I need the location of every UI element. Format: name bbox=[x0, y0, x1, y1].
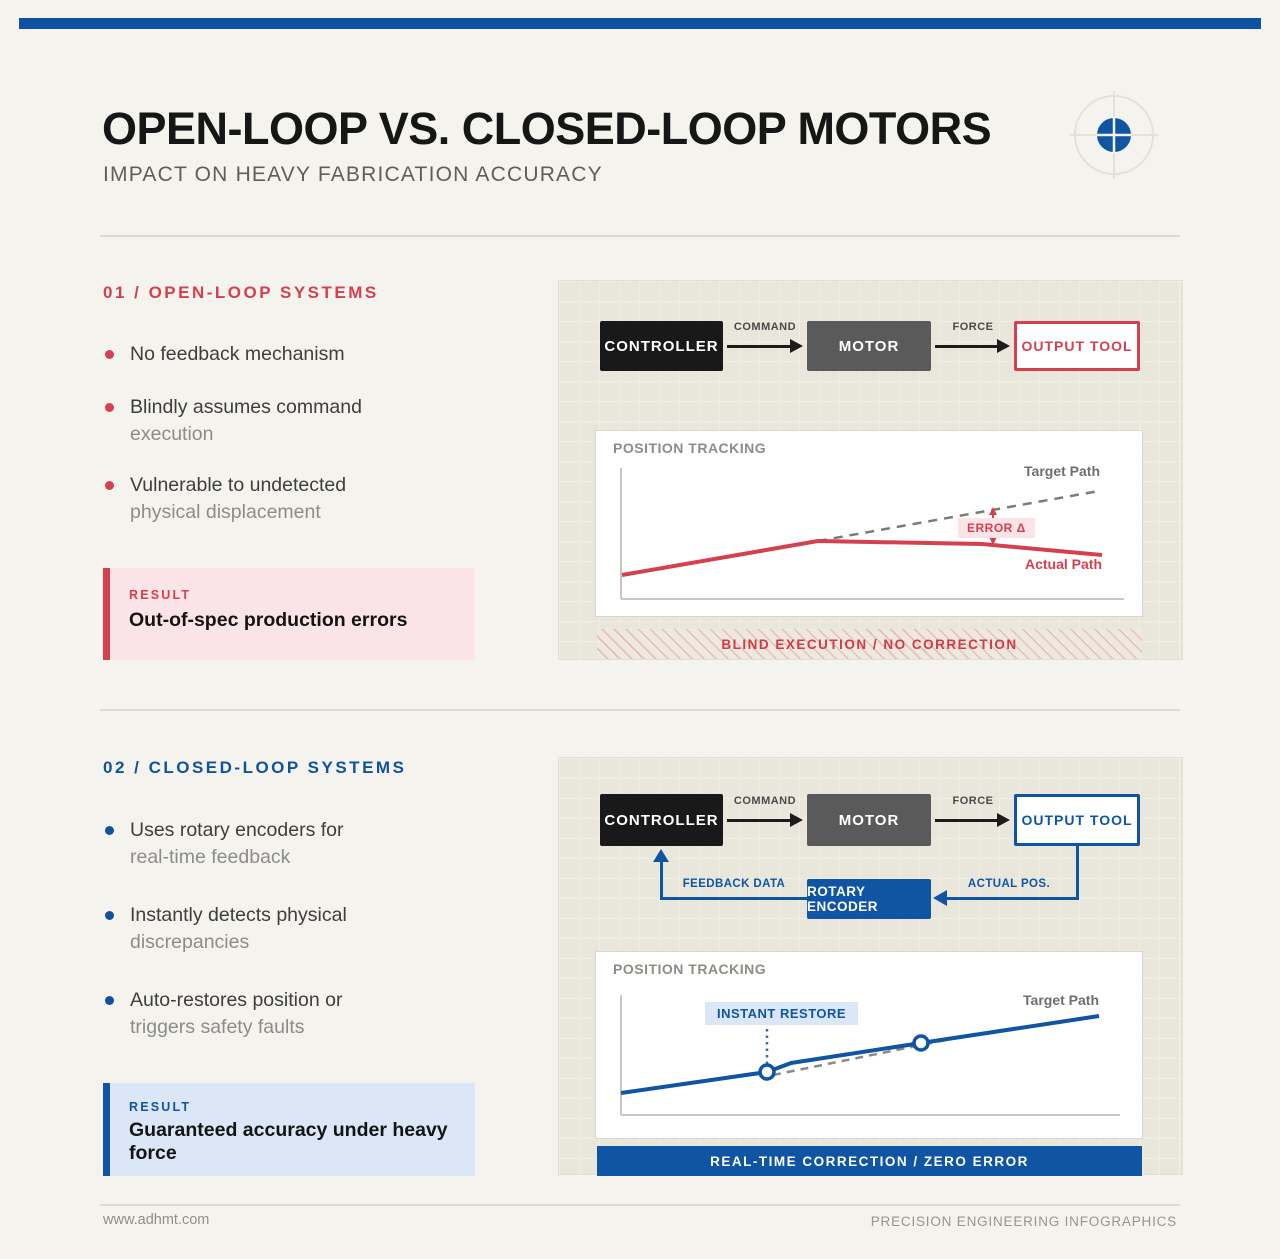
bullet-icon bbox=[105, 911, 114, 920]
bullet-icon bbox=[105, 403, 114, 412]
bullet-icon bbox=[105, 826, 114, 835]
header-divider bbox=[100, 235, 1180, 237]
force-label: FORCE bbox=[952, 321, 994, 333]
feedback-data-label: FEEDBACK DATA bbox=[682, 878, 786, 890]
actual-pos-label: ACTUAL POS. bbox=[967, 878, 1051, 890]
actual-path-label: Actual Path bbox=[1024, 556, 1102, 572]
bullet-text: Blindly assumes command bbox=[130, 396, 362, 418]
bullet-icon bbox=[105, 996, 114, 1005]
force-arrow bbox=[935, 339, 1010, 353]
controller-box: CONTROLLER bbox=[600, 794, 723, 846]
motor-box: MOTOR bbox=[807, 794, 931, 846]
bullet-text: Auto-restores position or bbox=[130, 989, 343, 1011]
command-label: COMMAND bbox=[733, 795, 797, 807]
footer-credit: PRECISION ENGINEERING INFOGRAPHICS bbox=[870, 1214, 1177, 1229]
page-subtitle: IMPACT ON HEAVY FABRICATION ACCURACY bbox=[103, 163, 603, 186]
bullet-text-secondary: real-time feedback bbox=[130, 846, 291, 868]
list-item: Instantly detects physical discrepancies bbox=[103, 902, 503, 956]
closed-loop-chart-canvas bbox=[620, 995, 1120, 1116]
command-label: COMMAND bbox=[733, 321, 797, 333]
command-arrow bbox=[727, 339, 803, 353]
list-item: Blindly assumes command execution bbox=[103, 394, 503, 448]
result-accent-bar bbox=[103, 1083, 110, 1176]
position-tracking-chart-open: POSITION TRACKING Target Path ERROR Δ Ac… bbox=[595, 430, 1143, 617]
list-item: No feedback mechanism bbox=[103, 341, 503, 368]
feedback-line-down bbox=[1076, 846, 1079, 900]
output-tool-box: OUTPUT TOOL bbox=[1014, 321, 1140, 371]
rotary-encoder-box: ROTARY ENCODER bbox=[807, 879, 931, 919]
closed-loop-banner: REAL-TIME CORRECTION / ZERO ERROR bbox=[597, 1146, 1142, 1176]
chart-title: POSITION TRACKING bbox=[613, 961, 767, 977]
result-label: RESULT bbox=[129, 588, 192, 602]
bullet-text-secondary: triggers safety faults bbox=[130, 1016, 305, 1038]
target-path-label: Target Path bbox=[1024, 463, 1100, 479]
bullet-text: Vulnerable to undetected bbox=[130, 474, 347, 496]
closed-loop-diagram-panel: CONTROLLER COMMAND MOTOR FORCE OUTPUT TO… bbox=[558, 757, 1183, 1176]
instant-restore-badge: INSTANT RESTORE bbox=[705, 1002, 859, 1025]
result-callout-open-loop: RESULT Out-of-spec production errors bbox=[103, 568, 475, 660]
top-accent-bar bbox=[19, 18, 1261, 29]
bullet-icon bbox=[105, 481, 114, 490]
motor-box: MOTOR bbox=[807, 321, 931, 371]
chart-title: POSITION TRACKING bbox=[613, 440, 767, 456]
list-item: Uses rotary encoders for real-time feedb… bbox=[103, 817, 503, 871]
bullet-text: No feedback mechanism bbox=[130, 343, 345, 365]
footer-url[interactable]: www.adhmt.com bbox=[103, 1212, 210, 1228]
footer-divider bbox=[100, 1204, 1180, 1206]
open-loop-diagram-panel: CONTROLLER COMMAND MOTOR FORCE OUTPUT TO… bbox=[558, 280, 1183, 660]
result-text: Out-of-spec production errors bbox=[129, 609, 408, 631]
bullet-text-secondary: physical displacement bbox=[130, 501, 321, 523]
section-divider bbox=[100, 709, 1180, 711]
force-arrow bbox=[935, 813, 1010, 827]
result-label: RESULT bbox=[129, 1100, 192, 1114]
bullet-icon bbox=[105, 350, 114, 359]
position-tracking-chart-closed: POSITION TRACKING INSTANT RESTORE Target… bbox=[595, 951, 1143, 1139]
feedback-line-to-encoder bbox=[947, 897, 1078, 900]
feedback-arrowhead-up bbox=[653, 849, 669, 862]
page-title: OPEN-LOOP VS. CLOSED-LOOP MOTORS bbox=[102, 103, 992, 154]
section1-header: 01 / OPEN-LOOP SYSTEMS bbox=[103, 283, 379, 302]
open-loop-banner: BLIND EXECUTION / NO CORRECTION bbox=[597, 629, 1142, 659]
section2-header: 02 / CLOSED-LOOP SYSTEMS bbox=[103, 758, 407, 777]
feedback-arrowhead-left bbox=[933, 890, 947, 906]
controller-box: CONTROLLER bbox=[600, 321, 723, 371]
result-text: Guaranteed accuracy under heavy force bbox=[129, 1119, 448, 1164]
feedback-line-to-controller bbox=[660, 897, 807, 900]
feedback-line-up bbox=[660, 861, 663, 900]
command-arrow bbox=[727, 813, 803, 827]
bullet-text-secondary: execution bbox=[130, 423, 214, 445]
crosshair-icon bbox=[1070, 91, 1158, 179]
bullet-text-secondary: discrepancies bbox=[130, 931, 250, 953]
bullet-text: Instantly detects physical bbox=[130, 904, 347, 926]
target-path-label: Target Path bbox=[1023, 992, 1099, 1008]
error-delta-badge: ERROR Δ bbox=[958, 518, 1035, 538]
result-callout-closed-loop: RESULT Guaranteed accuracy under heavy f… bbox=[103, 1083, 475, 1176]
list-item: Vulnerable to undetected physical displa… bbox=[103, 472, 503, 526]
open-loop-chart-canvas bbox=[620, 468, 1124, 600]
force-label: FORCE bbox=[952, 795, 994, 807]
bullet-text: Uses rotary encoders for bbox=[130, 819, 344, 841]
result-accent-bar bbox=[103, 568, 110, 660]
list-item: Auto-restores position or triggers safet… bbox=[103, 987, 503, 1041]
output-tool-box: OUTPUT TOOL bbox=[1014, 794, 1140, 846]
